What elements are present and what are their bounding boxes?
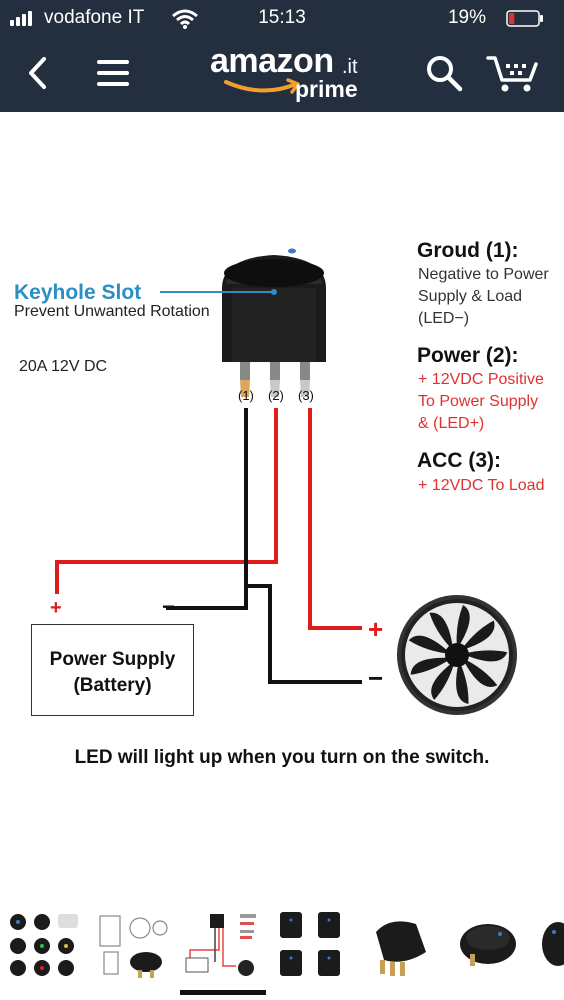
fan-plus-sign: + (368, 614, 384, 644)
wifi-icon (172, 9, 198, 29)
app-header: amazon .it prime (0, 36, 564, 112)
carrier-name: vodafone IT (44, 7, 145, 28)
thumbnail-2[interactable] (94, 906, 172, 984)
ground-title: Groud (1): (417, 239, 519, 262)
amazon-smile-icon (224, 78, 300, 94)
cooling-fan-graphic (397, 595, 517, 715)
power-supply-box: Power Supply (Battery) (31, 624, 194, 716)
search-icon[interactable] (424, 53, 464, 93)
rocker-switch-graphic (222, 248, 326, 397)
logo-prime: prime (295, 76, 358, 102)
battery-plus-sign: + (50, 597, 62, 619)
keyhole-slot-title: Keyhole Slot (14, 281, 142, 304)
selected-thumbnail-indicator (180, 990, 266, 995)
logo-word: amazon (210, 42, 334, 80)
acc-desc-line-1: + 12VDC To Load (418, 477, 545, 494)
power-desc-line-2: To Power Supply (418, 393, 539, 410)
thumbnail-4[interactable] (272, 906, 350, 984)
thumbnail-3[interactable] (182, 906, 260, 984)
fan-minus-sign: − (368, 663, 384, 693)
power-desc-line-3: & (LED+) (418, 415, 485, 432)
clock: 15:13 (258, 7, 306, 28)
thumbnail-7[interactable] (536, 906, 564, 984)
acc-title: ACC (3): (417, 449, 501, 472)
thumbnail-6[interactable] (448, 906, 526, 984)
cart-icon[interactable] (486, 52, 540, 94)
power-supply-label: Power Supply (49, 649, 176, 670)
battery-minus-sign: − (162, 594, 175, 619)
thumbnail-1[interactable] (6, 906, 84, 984)
pin-label-1: (1) (238, 388, 254, 403)
power-title: Power (2): (417, 344, 519, 367)
menu-hamburger-icon[interactable] (96, 58, 130, 88)
battery-label: (Battery) (73, 675, 152, 696)
power-desc-line-1: + 12VDC Positive (418, 371, 544, 388)
product-image-wiring-diagram[interactable]: Keyhole Slot Prevent Unwanted Rotation 2… (0, 112, 564, 892)
battery-percent: 19% (447, 7, 486, 28)
wiring-diagram-graphic (55, 248, 517, 715)
logo-tld: .it (342, 56, 358, 78)
diagram-caption: LED will light up when you turn on the s… (74, 747, 490, 768)
back-chevron-left-icon[interactable] (26, 56, 50, 90)
ground-desc-line-3: (LED−) (418, 310, 470, 327)
ground-desc-line-1: Negative to Power (418, 266, 549, 283)
ground-desc-line-2: Supply & Load (418, 288, 523, 305)
thumbnail-5[interactable] (360, 906, 438, 984)
rating-label: 20A 12V DC (19, 358, 108, 375)
image-thumbnail-strip (0, 896, 564, 1000)
keyhole-slot-description: Prevent Unwanted Rotation (14, 303, 210, 320)
battery-icon (506, 10, 543, 27)
pin-label-3: (3) (298, 388, 314, 403)
status-bar: vodafone IT 15:13 19% (0, 0, 564, 36)
cell-signal-icon (10, 10, 40, 26)
pin-label-2: (2) (268, 388, 284, 403)
amazon-prime-logo[interactable]: amazon .it prime (210, 42, 370, 104)
